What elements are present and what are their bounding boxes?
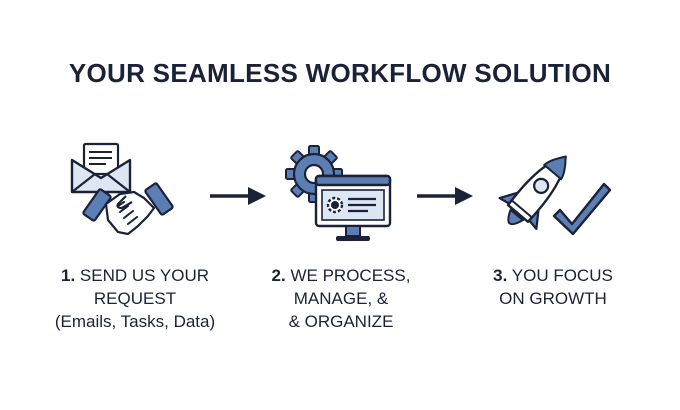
- step-1-number: 1.: [60, 266, 76, 285]
- step-1-line-1-text: SEND US YOUR: [79, 266, 210, 285]
- step-1-line-3: (Emails, Tasks, Data): [54, 312, 216, 331]
- step-2-line-1-text: WE PROCESS,: [290, 266, 411, 285]
- handshake-icon: [82, 182, 174, 236]
- step-3-line-1-text: YOU FOCUS: [511, 266, 613, 285]
- step-3-illustration: [488, 140, 623, 245]
- step-2-svg: [285, 145, 392, 241]
- step-1-svg: [70, 142, 174, 236]
- step-3-label: 3. YOU FOCUS ON GROWTH: [438, 264, 668, 310]
- step-1-label: 1. SEND US YOUR REQUEST (Emails, Tasks, …: [20, 264, 250, 333]
- monitor-icon: [314, 174, 392, 241]
- rocket-icon: [498, 155, 567, 230]
- step-2-label: 2. WE PROCESS, MANAGE, & & ORGANIZE: [226, 264, 456, 333]
- step-3-line-2: ON GROWTH: [499, 289, 607, 308]
- step-3-line-1: 3. YOU FOCUS: [438, 264, 668, 287]
- arrow-right-icon: [208, 185, 268, 212]
- step-1-line-2: REQUEST: [93, 289, 177, 308]
- step-3-number: 3.: [493, 266, 508, 285]
- page-title: YOUR SEAMLESS WORKFLOW SOLUTION: [68, 58, 612, 88]
- envelope-icon: [70, 142, 132, 194]
- step-2-number: 2.: [271, 266, 286, 285]
- step-2-line-1: 2. WE PROCESS,: [226, 264, 456, 287]
- arrow-right-icon-2: [415, 185, 475, 212]
- step-2-line-2: MANAGE, &: [293, 289, 389, 308]
- step-2-line-3: & ORGANIZE: [288, 312, 394, 331]
- step-2-illustration: [282, 140, 397, 245]
- checkmark-icon: [552, 182, 612, 236]
- step-1-illustration: [68, 140, 178, 245]
- step-1-line-1: 1. SEND US YOUR: [20, 264, 250, 287]
- step-3-svg: [498, 155, 612, 236]
